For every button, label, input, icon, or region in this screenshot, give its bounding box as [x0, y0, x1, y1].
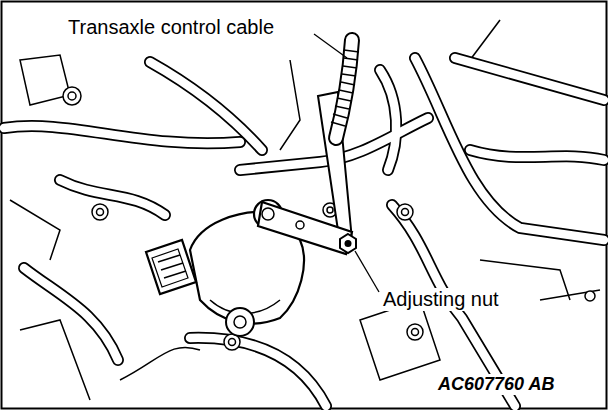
part-label: Transaxle control cable: [66, 16, 276, 39]
part-label: Adjusting nut: [381, 288, 501, 311]
figure-code: AC607760 AB: [436, 374, 556, 395]
